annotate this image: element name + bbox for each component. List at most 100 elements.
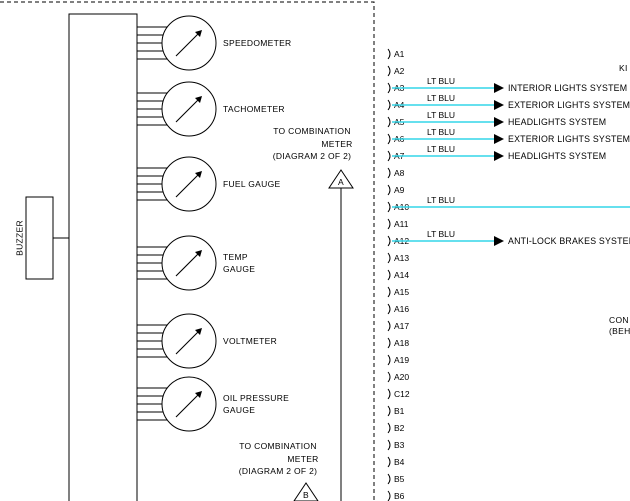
gauge-needle — [175, 98, 200, 123]
pin-bracket — [387, 48, 391, 60]
pin-label: A14 — [394, 270, 409, 280]
pin-bracket — [387, 388, 391, 400]
connector-b-triangle — [293, 482, 319, 501]
buzzer-label: BUZZER — [14, 220, 24, 256]
pin-bracket — [387, 116, 391, 128]
connector-b: TO COMBINATION METER (DIAGRAM 2 OF 2) B — [239, 441, 319, 501]
pin-bracket — [387, 456, 391, 468]
pin-a15: A15 — [387, 286, 409, 298]
gauge-needle-tip — [195, 250, 202, 257]
pin-bracket — [387, 150, 391, 162]
wire-color-label: LT BLU — [427, 127, 455, 137]
wire-arrow — [494, 151, 504, 161]
pin-a1: A1 — [387, 48, 405, 60]
pin-b5: B5 — [387, 473, 405, 485]
gauge-needle — [175, 32, 200, 57]
pin-label: B5 — [394, 474, 405, 484]
wire-destination: HEADLIGHTS SYSTEM — [508, 117, 606, 127]
pin-bracket — [387, 354, 391, 366]
gauge-needle-tip — [195, 30, 202, 37]
pin-label: A17 — [394, 321, 409, 331]
wire-color-label: LT BLU — [427, 144, 455, 154]
wire-arrow — [494, 83, 504, 93]
wire-arrow — [494, 100, 504, 110]
gauge-label-speedometer: SPEEDOMETER — [223, 38, 291, 48]
pin-label: A20 — [394, 372, 409, 382]
pin-b2: B2 — [387, 422, 405, 434]
gauge-label-voltmeter: VOLTMETER — [223, 336, 277, 346]
pin-a9: A9 — [387, 184, 405, 196]
pin-label: A9 — [394, 185, 405, 195]
gauge-needle-tip — [195, 96, 202, 103]
gauge-needle — [175, 252, 200, 277]
gauge-label-tachometer: TACHOMETER — [223, 104, 285, 114]
pin-a2: A2 — [387, 65, 405, 77]
pin-a19: A19 — [387, 354, 409, 366]
pin-b1: B1 — [387, 405, 405, 417]
wire-a6: LT BLU EXTERIOR LIGHTS SYSTEM — [392, 127, 630, 144]
wire-destination: HEADLIGHTS SYSTEM — [508, 151, 606, 161]
connector-a-caption-line-3: (DIAGRAM 2 OF 2) — [273, 151, 351, 161]
pin-label: A16 — [394, 304, 409, 314]
pin-bracket — [387, 252, 391, 264]
pin-label: B1 — [394, 406, 405, 416]
connector-a: TO COMBINATION METER (DIAGRAM 2 OF 2) A — [273, 126, 354, 501]
wire-arrow — [494, 117, 504, 127]
wire-arrow — [494, 134, 504, 144]
combination-meter-boundary — [0, 1, 375, 501]
pin-label: C12 — [394, 389, 410, 399]
gauge-needle — [175, 393, 200, 418]
gauge-needle-tip — [195, 328, 202, 335]
pin-bracket — [387, 167, 391, 179]
pin-c12: C12 — [387, 388, 410, 400]
wire-destination: EXTERIOR LIGHTS SYSTEM — [508, 134, 630, 144]
gauge-voltmeter: VOLTMETER — [137, 313, 277, 369]
pin-label: A15 — [394, 287, 409, 297]
pin-bracket — [387, 235, 391, 247]
pin-a14: A14 — [387, 269, 409, 281]
pin-label: B2 — [394, 423, 405, 433]
pin-a17: A17 — [387, 320, 409, 332]
connector-b-caption-line-3: (DIAGRAM 2 OF 2) — [239, 466, 317, 476]
gauge-needle-tip — [195, 171, 202, 178]
pin-label: A19 — [394, 355, 409, 365]
pin-bracket — [387, 473, 391, 485]
wire-color-label: LT BLU — [427, 93, 455, 103]
pin-a13: A13 — [387, 252, 409, 264]
pin-label: A13 — [394, 253, 409, 263]
pin-a11: A11 — [387, 218, 409, 230]
pin-bracket — [387, 439, 391, 451]
wire-destination: ANTI-LOCK BRAKES SYSTEM — [508, 236, 630, 246]
connector-b-caption-line-1: TO COMBINATION — [239, 441, 317, 451]
connector-b-caption-line-2: METER — [287, 454, 318, 464]
gauge-label-temp-gauge: TEMP — [223, 252, 248, 262]
pin-bracket — [387, 490, 391, 501]
pin-bracket — [387, 286, 391, 298]
pin-bracket — [387, 201, 391, 213]
pin-a8: A8 — [387, 167, 405, 179]
pin-bracket — [387, 303, 391, 315]
edge-label-mid-2: (BEH — [609, 326, 630, 336]
pin-a16: A16 — [387, 303, 409, 315]
meter-bus — [68, 13, 138, 501]
pin-label: A2 — [394, 66, 405, 76]
pin-bracket — [387, 422, 391, 434]
pin-label: B3 — [394, 440, 405, 450]
pin-b6: B6 — [387, 490, 405, 501]
pin-bracket — [387, 184, 391, 196]
wire-a7: LT BLU HEADLIGHTS SYSTEM — [392, 144, 606, 161]
pin-bracket — [387, 269, 391, 281]
gauge-label-oil-pressure-gauge: GAUGE — [223, 405, 255, 415]
pin-bracket — [387, 371, 391, 383]
pin-bracket — [387, 82, 391, 94]
gauge-needle-tip — [195, 391, 202, 398]
wire-arrow — [494, 236, 504, 246]
pin-bracket — [387, 218, 391, 230]
gauge-label-fuel-gauge: FUEL GAUGE — [223, 179, 281, 189]
connector-a-caption-line-1: TO COMBINATION — [273, 126, 351, 136]
